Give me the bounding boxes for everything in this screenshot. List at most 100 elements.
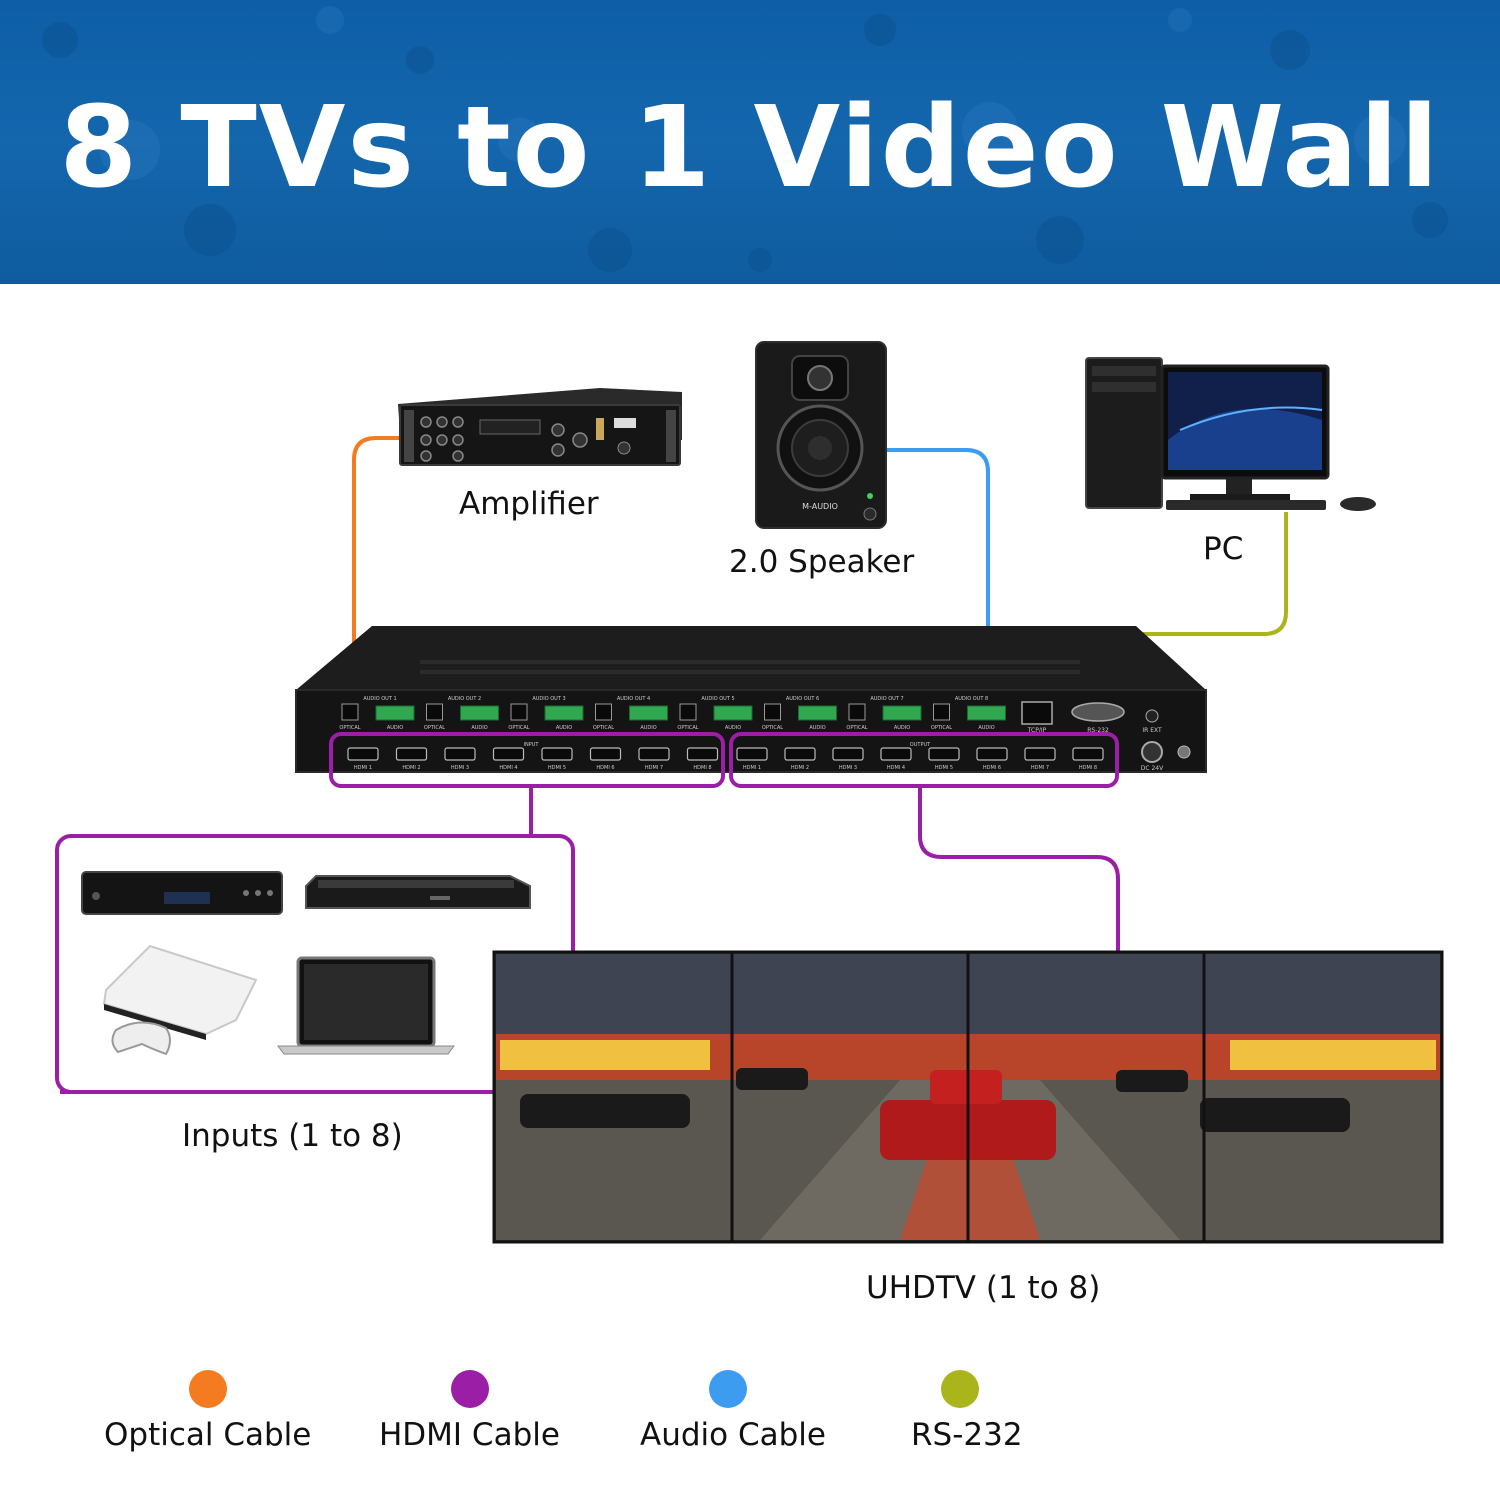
speaker-brand: M-AUDIO [802,502,838,511]
tv-wall-label: UHDTV (1 to 8) [866,1270,1101,1306]
legend-label-audio: Audio Cable [640,1417,826,1453]
hdmi-port-label: HDMI 2 [791,765,809,771]
laptop-icon [277,956,455,1055]
banner-texture [42,6,1448,272]
hdmi-port-label: HDMI 6 [596,765,614,771]
optical-port-label: OPTICAL [508,725,529,731]
audio-out-port-group: AUDIO OUT 6 OPTICAL AUDIO [762,696,837,731]
audio-out-label: AUDIO OUT 4 [617,696,650,702]
hdmi-port-rows: INPUT HDMI 1 HDMI 2 HDMI 3 HDMI 4 HDMI 5 HDMI … [347,742,1104,771]
audio-out-label: AUDIO OUT 2 [448,696,481,702]
optical-port [426,703,443,721]
optical-port-label: OPTICAL [339,725,360,731]
optical-cable [352,436,402,700]
audio-out-label: AUDIO OUT 3 [532,696,565,702]
pc-label: PC [1203,531,1244,567]
output-ports-highlight [729,732,1119,788]
rs232-port-label: RS-232 [1087,727,1109,734]
bluray-player-icon [81,871,283,915]
inputs-label: Inputs (1 to 8) [182,1118,403,1154]
hdmi-port [736,747,768,761]
audio-terminal [713,705,753,721]
audio-port-label: AUDIO [809,725,825,731]
audio-out-label: AUDIO OUT 8 [955,696,988,702]
optical-port-label: OPTICAL [846,725,867,731]
optical-port [848,703,866,721]
audio-cable [886,448,990,700]
optical-port [679,703,697,721]
hdmi-port [541,747,573,761]
hdmi-output-cable [918,786,1120,952]
hdmi-port [395,747,428,761]
ir-port-label: IR EXT [1142,727,1162,734]
hdmi-port-label: HDMI 5 [548,765,566,771]
hdmi-port [347,747,379,761]
tcpip-port-label: TCP/IP [1027,727,1047,734]
audio-terminal [460,705,499,721]
audio-out-label: AUDIO OUT 1 [363,696,396,702]
audio-terminal [882,705,922,721]
hdmi-port [1072,747,1104,761]
game-console-icon [102,944,258,1056]
audio-terminal [544,705,584,721]
hdmi-port [1024,747,1056,761]
optical-port [933,703,950,721]
legend-dot-audio [709,1370,747,1408]
audio-out-label: AUDIO OUT 5 [701,696,734,702]
legend-label-rs232: RS-232 [911,1417,1023,1453]
hdmi-port-label: HDMI 1 [354,765,372,771]
hdmi-port-label: HDMI 5 [935,765,953,771]
hdmi-port [784,747,816,761]
audio-out-label: AUDIO OUT 6 [786,696,819,702]
hdmi-port-label: HDMI 1 [743,765,761,771]
audio-terminal [967,705,1006,721]
audio-port-label: AUDIO [471,725,487,731]
optical-port-label: OPTICAL [762,725,783,731]
audio-out-port-group: AUDIO OUT 7 OPTICAL AUDIO [846,696,922,731]
dvd-player-icon [305,875,531,909]
legend-dot-optical [189,1370,227,1408]
hdmi-port-label: HDMI 2 [402,765,420,771]
hdmi-port [832,747,864,761]
pc-device [1085,357,1376,511]
audio-out-label: AUDIO OUT 7 [870,696,903,702]
legend-dot-hdmi [451,1370,489,1408]
optical-port-label: OPTICAL [931,725,952,731]
input-ports-highlight [329,732,725,788]
audio-terminal [798,705,837,721]
hdmi-port [928,747,960,761]
audio-terminal [629,705,668,721]
audio-out-port-group: AUDIO OUT 2 OPTICAL AUDIO [424,696,499,731]
hdmi-port [444,747,476,761]
hdmi-port [589,747,622,761]
optical-port-label: OPTICAL [593,725,614,731]
audio-out-ports: AUDIO OUT 1 OPTICAL AUDIO AUDIO OUT 2 OPTICA… [339,696,1006,731]
hdmi-port-label: HDMI 7 [1031,765,1049,771]
audio-port-label: AUDIO [894,725,910,731]
hdmi-port [880,747,912,761]
hdmi-output-row-label: OUTPUT [910,742,931,748]
hdmi-port [638,747,670,761]
legend-label-hdmi: HDMI Cable [379,1417,560,1453]
control-ports: TCP/IP RS-232 IR EXT DC 24V [1021,701,1191,772]
audio-out-port-group: AUDIO OUT 3 OPTICAL AUDIO [508,696,584,731]
hdmi-port-label: HDMI 4 [499,765,517,771]
optical-port [510,703,528,721]
speaker-label: 2.0 Speaker [729,544,915,580]
hdmi-input-row: INPUT HDMI 1 HDMI 2 HDMI 3 HDMI 4 HDMI 5 HDMI … [347,742,719,771]
audio-port-label: AUDIO [556,725,572,731]
legend-label-optical: Optical Cable [104,1417,312,1453]
optical-port-label: OPTICAL [424,725,445,731]
optical-port [341,703,359,721]
hdmi-input-row-label: INPUT [524,742,540,748]
hdmi-port-label: HDMI 8 [1079,765,1097,771]
hdmi-port [492,747,525,761]
video-wall [492,950,1444,1244]
hdmi-port-label: HDMI 3 [451,765,469,771]
dc-port-label: DC 24V [1141,765,1164,772]
